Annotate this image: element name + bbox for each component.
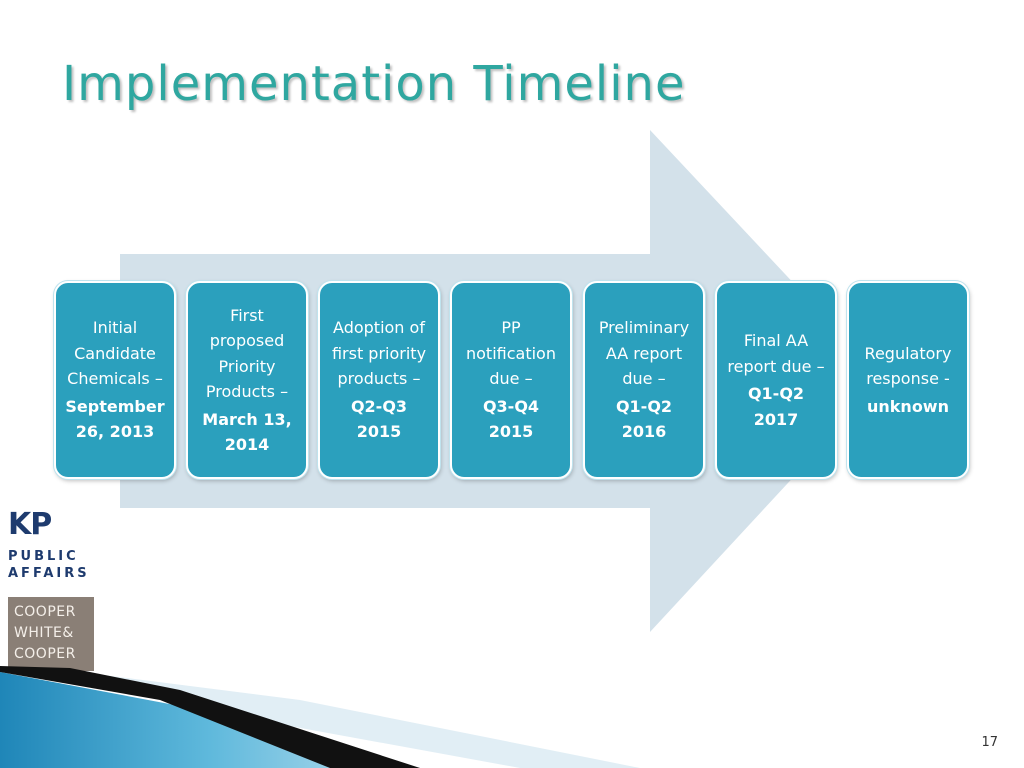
timeline-step-label: First proposed Priority Products –: [205, 305, 289, 402]
timeline-step-date: Q1-Q2 2016: [615, 396, 673, 442]
timeline-step-pp-notification: PP notification due – Q3-Q4 2015: [450, 281, 572, 479]
timeline-step-label: PP notification due –: [466, 318, 556, 389]
kp-logo-line-affairs: AFFAIRS: [8, 566, 90, 581]
timeline-step-label: Preliminary AA report due –: [598, 318, 690, 389]
timeline-step-label: Initial Candidate Chemicals –: [67, 318, 163, 389]
cwc-logo-line: COOPER: [14, 604, 76, 620]
timeline-step-adoption-priority-products: Adoption of first priority products – Q2…: [318, 281, 440, 479]
timeline-step-label: Regulatory response -: [864, 343, 952, 389]
kp-logo-line-public: PUBLIC: [8, 549, 79, 564]
timeline-step-label: Final AA report due –: [727, 331, 825, 376]
cwc-logo-line: WHITE&: [14, 625, 74, 641]
cooper-white-cooper-logo: COOPER WHITE& COOPER: [8, 597, 94, 671]
timeline-step-first-proposed-priority-products: First proposed Priority Products – March…: [186, 281, 308, 479]
kp-public-affairs-logo: KP PUBLIC AFFAIRS: [8, 510, 90, 582]
timeline-step-date: Q1-Q2 2017: [747, 384, 805, 429]
timeline-step-regulatory-response: Regulatory response - unknown: [847, 281, 969, 479]
timeline-step-date: unknown: [867, 396, 949, 416]
timeline-step-date: March 13, 2014: [202, 409, 292, 455]
page-number: 17: [981, 735, 998, 750]
timeline-step-date: Q3-Q4 2015: [482, 396, 540, 442]
timeline-step-initial-candidate-chemicals: Initial Candidate Chemicals – September …: [54, 281, 176, 479]
slide-title: Implementation Timeline: [62, 56, 686, 112]
timeline-step-preliminary-aa-report: Preliminary AA report due – Q1-Q2 2016: [583, 281, 705, 479]
timeline-step-date: September 26, 2013: [65, 396, 165, 442]
timeline-step-label: Adoption of first priority products –: [331, 318, 427, 389]
kp-logo-mark: KP: [8, 507, 52, 542]
cwc-logo-line: COOPER: [14, 646, 76, 662]
timeline-step-final-aa-report: Final AA report due – Q1-Q2 2017: [715, 281, 837, 479]
timeline-step-date: Q2-Q3 2015: [350, 396, 408, 442]
